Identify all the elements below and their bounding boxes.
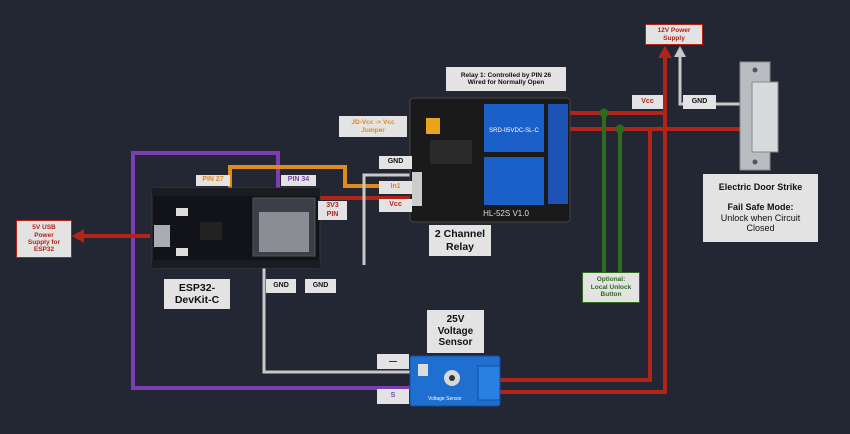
usb-arrow-head	[72, 229, 84, 243]
red-wire-sensor-a	[498, 113, 667, 394]
pin34-label: PIN 34	[281, 175, 316, 186]
gnd-12v-label: GND	[683, 95, 716, 109]
door-strike-label: Electric Door Strike Fail Safe Mode: Unl…	[703, 174, 818, 242]
gray-wire-12v-gnd	[678, 52, 742, 106]
vcc-12v-label: Vcc	[632, 95, 663, 109]
relay-board-text: HL-52S V1.0	[483, 209, 529, 218]
gnd-arrow-head	[674, 46, 686, 57]
jumper-label: JD-Vcc -> Vcc Jumper	[339, 116, 407, 137]
relay-name-label: 2 Channel Relay	[429, 225, 491, 256]
psu-12v-label: 12V Power Supply	[645, 24, 703, 45]
esp32-gnd-label-a: GND	[266, 279, 296, 293]
relay-vcc-label: Vcc	[379, 199, 412, 212]
relay-gnd-label: GND	[379, 156, 412, 169]
optional-button-label: Optional: Local Unlock Button	[582, 272, 640, 303]
relay-in1-label: In1	[379, 181, 412, 194]
green-junction-b	[615, 124, 625, 134]
red-wire-sensor-b	[498, 129, 652, 382]
esp32-label: ESP32- DevKit-C	[164, 279, 230, 309]
green-junction-a	[599, 108, 609, 118]
esp32-board	[151, 187, 321, 269]
pin3v3-label: 3V3 PIN	[318, 201, 347, 220]
strike-mode: Fail Safe Mode:	[727, 201, 794, 212]
psu-arrow-head	[658, 46, 672, 58]
sensor-s-label: S	[377, 389, 409, 404]
voltage-sensor-label: 25V Voltage Sensor	[427, 310, 484, 353]
orange-wire	[228, 165, 420, 190]
sensor-board-text: Voltage Sensor	[428, 396, 462, 402]
relay-module-text: SRD-05VDC-SL-C	[489, 128, 539, 134]
door-strike-device	[739, 61, 779, 171]
relay-info-label: Relay 1: Controlled by PIN 26 Wired for …	[446, 67, 566, 91]
relay-board	[409, 97, 571, 223]
usb-power-label: 5V USB Power Supply for ESP32	[16, 220, 72, 258]
gray-wire-sensor-gnd	[262, 265, 412, 374]
strike-description: Unlock when Circuit Closed	[720, 213, 801, 234]
pin27-label: PIN 27	[196, 175, 230, 186]
gray-wire-relay-gnd	[362, 173, 420, 265]
sensor-minus-label: —	[377, 354, 409, 369]
voltage-sensor-board	[409, 355, 501, 407]
strike-title: Electric Door Strike	[718, 182, 803, 193]
esp32-gnd-label-b: GND	[305, 279, 336, 293]
